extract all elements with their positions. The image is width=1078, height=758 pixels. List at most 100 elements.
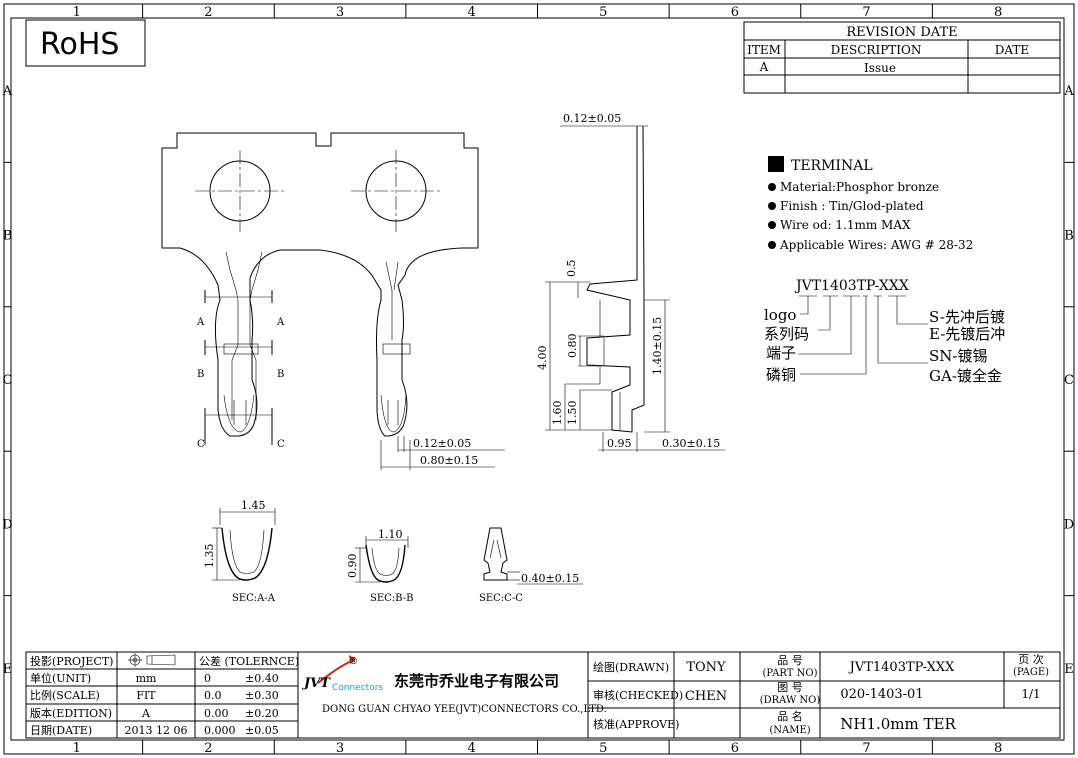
column-marker: 4 [468, 5, 476, 20]
tb-edition: A [141, 707, 151, 720]
row-marker: B [3, 229, 13, 244]
side-dim-bottom-b: 0.30±0.15 [662, 437, 720, 450]
revision-title: REVISION DATE [846, 25, 957, 40]
part-code: JVT1403TP-XXX logo 系列码 端子 磷铜 S-先冲后镀 E-先镀… [764, 278, 1005, 385]
spec-title-icon [768, 156, 784, 172]
sec-bb-height: 0.90 [346, 554, 359, 579]
row-marker: E [3, 662, 13, 677]
section-mark-a-left: A [196, 317, 205, 328]
column-marker: 8 [994, 741, 1002, 756]
sec-aa-label: SEC:A-A [232, 593, 276, 604]
tb-drawno: 020-1403-01 [840, 687, 923, 702]
column-marker: 1 [73, 741, 81, 756]
section-mark-b-right: B [277, 369, 284, 380]
tb-date-label: 日期(DATE) [30, 724, 92, 737]
logo-text: JVT [301, 676, 331, 691]
code-label-series: 系列码 [764, 325, 809, 343]
tb-scale-label: 比例(SCALE) [30, 688, 100, 702]
column-marker: 6 [731, 5, 739, 20]
tb-tol-1-b: ±0.30 [245, 689, 279, 702]
revision-table: REVISION DATE ITEM DESCRIPTION DATE A Is… [743, 21, 1061, 94]
tb-drawno-label-cn: 图 号 [777, 681, 803, 694]
revision-row-description: Issue [864, 61, 896, 75]
revision-header-item: ITEM [747, 43, 781, 57]
sec-bb-label: SEC:B-B [370, 593, 413, 604]
revision-header-description: DESCRIPTION [831, 43, 922, 57]
projection-symbol [128, 653, 176, 667]
tb-tol-0-b: ±0.40 [245, 672, 279, 685]
revision-row-item: A [759, 60, 769, 74]
spec-title: TERMINAL [791, 158, 873, 174]
tb-edition-label: 版本(EDITION) [30, 706, 112, 720]
tb-drawn-label: 绘图(DRAWN) [593, 660, 669, 674]
row-marker: C [3, 373, 13, 388]
tb-approve-label: 核准(APPROVE) [593, 717, 679, 731]
section-mark-c-left: C [197, 439, 205, 450]
column-marker: 2 [204, 5, 212, 20]
row-marker: C [1064, 373, 1074, 388]
row-marker: B [1064, 229, 1074, 244]
tb-partno-label-en: (PART NO) [763, 668, 818, 679]
tb-partno: JVT1403TP-XXX [848, 660, 956, 675]
part-code-string: JVT1403TP-XXX [794, 278, 909, 294]
code-label-terminal: 端子 [766, 344, 796, 362]
tb-page-label-en: (PAGE) [1013, 667, 1049, 678]
side-dim-height-right: 1.40±0.15 [651, 317, 664, 375]
row-marker: A [2, 84, 13, 99]
column-marker: 3 [336, 741, 344, 756]
rohs-box [25, 19, 146, 67]
outer-frame [3, 3, 1075, 755]
front-dim-thickness: 0.12±0.05 [413, 437, 471, 450]
company-name-cn: 东莞市乔业电子有限公司 [394, 672, 559, 690]
tb-drawno-label-en: (DRAW NO) [760, 695, 821, 706]
section-views: 1.45 1.35 SEC:A-A 1.10 0.90 SEC:B-B 0.40… [203, 499, 583, 604]
side-dim-top-gap: 0.5 [565, 260, 578, 278]
column-marker: 3 [336, 5, 344, 20]
company-name-en: DONG GUAN CHYAO YEE(JVT)CONNECTORS CO.,L… [322, 704, 607, 715]
row-marker: D [2, 517, 12, 532]
sec-cc-label: SEC:C-C [479, 593, 523, 604]
tb-project-label: 投影(PROJECT) [30, 654, 113, 668]
tb-checked: CHEN [685, 689, 727, 704]
tb-tol-1-a: 0.0 [204, 689, 222, 702]
tb-scale: FIT [136, 689, 156, 702]
sec-cc-width: 0.40±0.15 [521, 572, 579, 585]
side-dim-lower-b: 1.50 [566, 401, 579, 426]
tb-name-label-cn: 品 名 [777, 709, 803, 723]
tb-tol-0-a: 0 [204, 672, 211, 685]
side-dim-height-total: 4.00 [536, 346, 549, 371]
code-label-material: 磷铜 [766, 366, 796, 384]
spec-item-wire: Wire od: 1.1mm MAX [780, 218, 911, 232]
sec-aa-width: 1.45 [241, 499, 266, 512]
column-marker: 1 [73, 5, 81, 20]
tb-unit: mm [136, 672, 157, 685]
revision-header-date: DATE [995, 43, 1029, 57]
column-marker: 8 [994, 5, 1002, 20]
rohs-label: RoHS [40, 27, 119, 62]
tb-tol-3-a: 0.000 [204, 724, 236, 737]
column-marker: 4 [468, 741, 476, 756]
code-label-logo: logo [764, 306, 796, 324]
tb-name-label-en: (NAME) [769, 725, 810, 736]
spec-item-material: Material:Phosphor bronze [780, 180, 939, 194]
column-marker: 5 [599, 741, 607, 756]
column-marker: 7 [862, 741, 870, 756]
section-mark-a-right: A [276, 317, 285, 328]
tb-page: 1/1 [1021, 687, 1040, 701]
code-option-s: S-先冲后镀 [929, 308, 1005, 326]
tb-page-label-cn: 页 次 [1018, 652, 1044, 666]
logo-registered: ® [349, 657, 358, 667]
side-dim-bottom-a: 0.95 [607, 437, 632, 450]
row-marker: A [1063, 84, 1074, 99]
row-marker: D [1064, 517, 1074, 532]
company-logo: JVT ® Connectors [301, 655, 383, 693]
side-dim-mid: 0.80 [566, 334, 579, 359]
front-dim-width: 0.80±0.15 [420, 454, 478, 467]
side-view: 0.12±0.05 4.00 0.5 1.60 1.50 0.80 1.40±0… [536, 112, 725, 452]
spec-item-awg: Applicable Wires: AWG # 28-32 [779, 238, 973, 252]
tb-tol-2-a: 0.00 [204, 707, 229, 720]
spec-item-finish: Finish : Tin/Glod-plated [780, 199, 924, 213]
front-view: A A B B C C 0.12±0.05 0.80±0.15 [161, 132, 505, 470]
inner-frame [10, 17, 1065, 741]
